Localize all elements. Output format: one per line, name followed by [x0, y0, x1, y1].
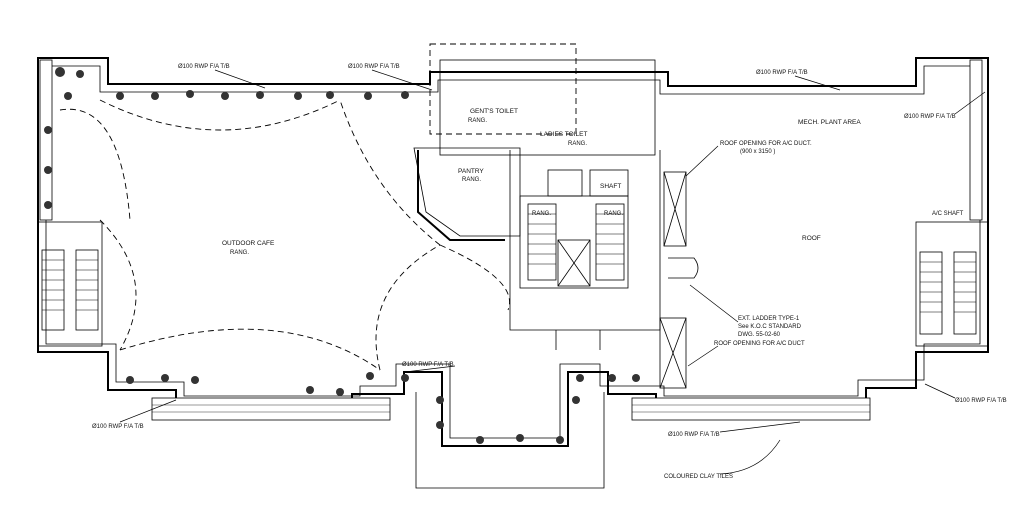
rwp-label-3: Ø100 RWP F/A T/B	[756, 70, 808, 76]
gents-toilet-label: GENT'S TOILET	[470, 108, 518, 115]
outer-wall	[37, 57, 989, 447]
rwp-label-1: Ø100 RWP F/A T/B	[178, 64, 230, 70]
rang-label-6: RANG.	[230, 250, 249, 256]
planter-bottom-left	[126, 372, 640, 444]
staircase-right	[915, 221, 989, 347]
rwp-label-4: Ø100 RWP F/A T/B	[904, 114, 956, 120]
rwp-label-5: Ø100 RWP F/A T/B	[402, 362, 454, 368]
entrance-outline	[415, 392, 605, 489]
roof-label: ROOF	[802, 235, 821, 242]
rang-label-3: RANG.	[462, 177, 481, 183]
outdoor-cafe-label: OUTDOOR CAFE	[222, 240, 275, 247]
leader-lines	[119, 69, 986, 475]
rang-label-4: RANG.	[532, 211, 551, 217]
rwp-label-2: Ø100 RWP F/A T/B	[348, 64, 400, 70]
labels: Ø100 RWP F/A T/B Ø100 RWP F/A T/B Ø100 R…	[92, 64, 1007, 480]
ladder-line1: EXT. LADDER TYPE-1	[738, 316, 800, 322]
clay-tile-strips	[39, 59, 983, 421]
rwp-label-7: Ø100 RWP F/A T/B	[668, 432, 720, 438]
staircase-left	[37, 221, 103, 347]
shaft-label: SHAFT	[600, 183, 621, 190]
roof-opening-1-line1: ROOF OPENING FOR A/C DUCT.	[720, 141, 812, 147]
rang-label-2: RANG.	[568, 141, 587, 147]
pantry-label: PANTRY	[458, 168, 484, 175]
ladies-toilet-label: LADIES TOILET	[540, 131, 587, 138]
ladder-line3: DWG. 55-02-60	[738, 332, 781, 338]
rang-label-5: RANG.	[604, 211, 623, 217]
inner-wall	[45, 65, 981, 439]
coloured-clay-tiles-label: COLOURED CLAY TILES	[664, 474, 733, 480]
rwp-label-8: Ø100 RWP F/A T/B	[955, 398, 1007, 404]
ac-shaft-label: A/C SHAFT	[932, 211, 964, 217]
canopy-arcs	[59, 99, 510, 371]
service-core	[413, 43, 699, 389]
roof-opening-1-line2: (900 x 3150 )	[740, 149, 775, 155]
rang-label-1: RANG.	[468, 118, 487, 124]
ladder-line2: See K.O.C STANDARD	[738, 324, 802, 330]
roof-opening-2-label: ROOF OPENING FOR A/C DUCT	[714, 341, 805, 347]
rwp-label-6: Ø100 RWP F/A T/B	[92, 424, 144, 430]
mech-plant-area-label: MECH. PLANT AREA	[798, 119, 861, 126]
planter-top-left	[44, 67, 409, 209]
